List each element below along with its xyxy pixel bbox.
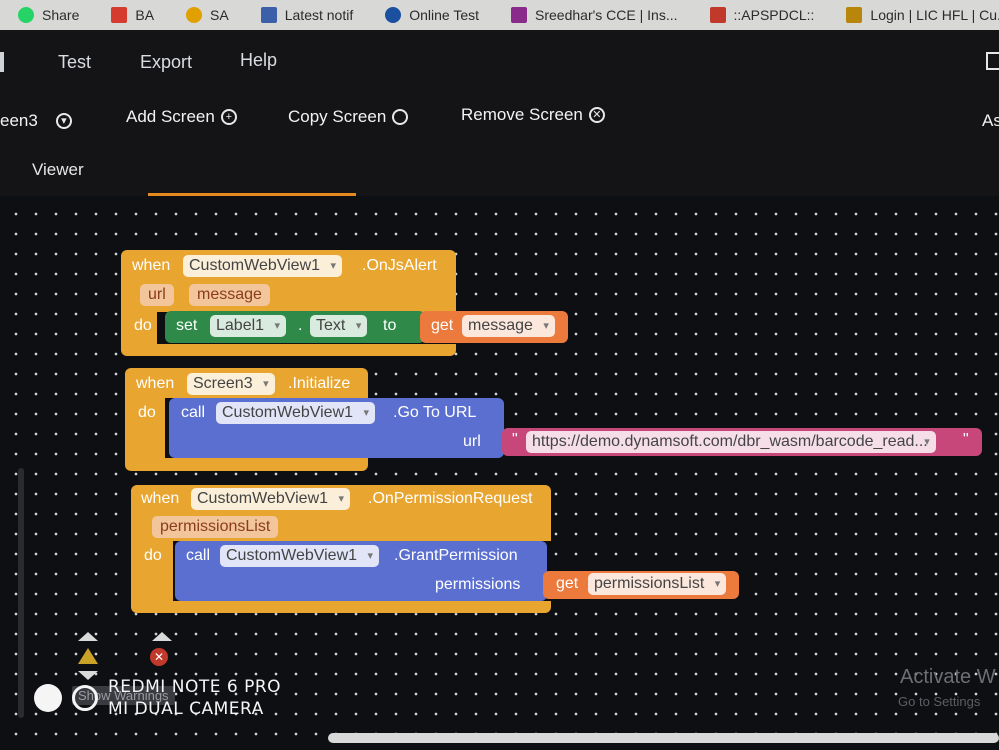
menu-test[interactable]: Test xyxy=(58,52,92,72)
get-label: get xyxy=(556,575,579,592)
add-screen-label: Add Screen xyxy=(126,107,215,126)
event-name: .OnPermissionRequest xyxy=(368,490,533,507)
set-block[interactable] xyxy=(165,311,425,343)
method-name: .GrantPermission xyxy=(394,547,518,564)
when-label: when xyxy=(132,257,171,274)
window-icon[interactable] xyxy=(986,52,999,70)
horizontal-scrollbar[interactable] xyxy=(328,733,999,743)
camera-watermark: REDMI NOTE 6 PRO MI DUAL CAMERA xyxy=(34,676,281,720)
ba-icon xyxy=(111,7,128,23)
warning-icon xyxy=(78,648,98,664)
cce-icon xyxy=(511,7,528,23)
param-message[interactable]: message xyxy=(189,284,270,306)
warning-up-arrow[interactable] xyxy=(78,632,98,641)
bookmark-latest-notif[interactable]: Latest notif xyxy=(243,7,368,23)
copy-icon xyxy=(392,109,409,125)
bookmark-share[interactable]: Share xyxy=(0,7,93,23)
viewer-tab[interactable]: Viewer xyxy=(32,160,84,179)
viewer-bar xyxy=(0,144,999,196)
chevron-down-icon: ▾ xyxy=(55,113,72,129)
bookmark-ba[interactable]: BA xyxy=(93,7,168,23)
get-message-dropdown[interactable]: message xyxy=(462,315,555,337)
text-property-dropdown[interactable]: Text xyxy=(310,315,368,337)
lic-icon xyxy=(846,7,863,23)
bookmark-apspdcl[interactable]: ::APSPDCL:: xyxy=(692,7,829,23)
url-arg-label: url xyxy=(463,433,481,450)
close-circle-icon: ✕ xyxy=(588,107,605,123)
plus-icon: + xyxy=(220,109,237,125)
component-dropdown[interactable]: CustomWebView1 xyxy=(183,255,343,277)
permissions-arg-label: permissions xyxy=(435,576,521,593)
vertical-scrollbar[interactable] xyxy=(18,468,24,718)
get-label: get xyxy=(431,317,454,334)
bookmark-sreedhar-cce[interactable]: Sreedhar's CCE | Ins... xyxy=(493,7,691,23)
menu-export[interactable]: Export xyxy=(140,52,193,72)
warning-down-arrow[interactable] xyxy=(78,671,98,680)
watermark-dot-icon xyxy=(34,684,62,712)
watermark-ring-icon xyxy=(72,685,98,711)
watermark-line1: REDMI NOTE 6 PRO xyxy=(108,677,282,697)
do-label: do xyxy=(138,404,156,421)
method-name: .Go To URL xyxy=(393,404,477,421)
call-label: call xyxy=(186,547,211,564)
test-icon xyxy=(385,7,402,23)
quote-open: " xyxy=(512,431,518,448)
screen-selector[interactable]: een3 ▾ xyxy=(0,111,72,131)
call-component-dropdown[interactable]: CustomWebView1 xyxy=(220,545,380,567)
when-label: when xyxy=(141,490,180,507)
error-up-arrow[interactable] xyxy=(152,632,172,641)
copy-screen-button[interactable]: Copy Screen xyxy=(288,107,409,127)
screen-selector-label: een3 xyxy=(0,111,38,130)
whatsapp-icon xyxy=(18,7,34,23)
remove-screen-label: Remove Screen xyxy=(461,105,583,124)
sa-icon xyxy=(186,7,203,23)
event-name: .OnJsAlert xyxy=(362,257,437,274)
bookmarks-bar: Share BA SA Latest notif Online Test Sre… xyxy=(0,0,999,30)
watermark-text: REDMI NOTE 6 PRO MI DUAL CAMERA xyxy=(108,676,281,720)
copy-screen-label: Copy Screen xyxy=(288,107,387,126)
call-component-dropdown[interactable]: CustomWebView1 xyxy=(216,402,376,424)
when-label: when xyxy=(136,375,175,392)
quote-close: " xyxy=(963,431,969,448)
screen-toolbar xyxy=(0,98,999,144)
watermark-line2: MI DUAL CAMERA xyxy=(108,699,264,719)
param-permissionslist[interactable]: permissionsList xyxy=(152,516,279,538)
apspdcl-icon xyxy=(709,7,726,23)
do-label: do xyxy=(144,547,162,564)
to-label: to xyxy=(383,317,397,334)
bookmark-sa[interactable]: SA xyxy=(168,7,243,23)
get-permissionslist-dropdown[interactable]: permissionsList xyxy=(588,573,727,595)
menu-help[interactable]: Help xyxy=(240,50,278,70)
set-label: set xyxy=(176,317,198,334)
screen-dropdown[interactable]: Screen3 xyxy=(187,373,275,395)
component-dropdown[interactable]: CustomWebView1 xyxy=(191,488,351,510)
remove-screen-button[interactable]: Remove Screen ✕ xyxy=(461,105,605,125)
top-menu-bar xyxy=(0,30,999,98)
screenbar-right-cut[interactable]: As xyxy=(982,111,999,130)
do-label: do xyxy=(134,317,152,334)
param-url[interactable]: url xyxy=(140,284,174,306)
label1-dropdown[interactable]: Label1 xyxy=(210,315,287,337)
activate-windows-sub: Go to Settings xyxy=(898,694,981,709)
add-screen-button[interactable]: Add Screen + xyxy=(126,107,237,127)
active-tab-indicator xyxy=(148,193,356,196)
event-name: .Initialize xyxy=(288,375,351,392)
menu-cut-left xyxy=(0,52,4,72)
url-text-field[interactable]: https://demo.dynamsoft.com/dbr_wasm/barc… xyxy=(526,431,936,453)
activate-windows-title: Activate W xyxy=(900,666,996,688)
call-label: call xyxy=(181,404,206,421)
bookmark-online-test[interactable]: Online Test xyxy=(367,7,493,23)
bookmark-lic[interactable]: Login | LIC HFL | Cu... xyxy=(828,7,999,23)
notif-icon xyxy=(260,7,277,23)
error-icon: ✕ xyxy=(150,648,168,666)
dot-label: . xyxy=(298,317,303,334)
